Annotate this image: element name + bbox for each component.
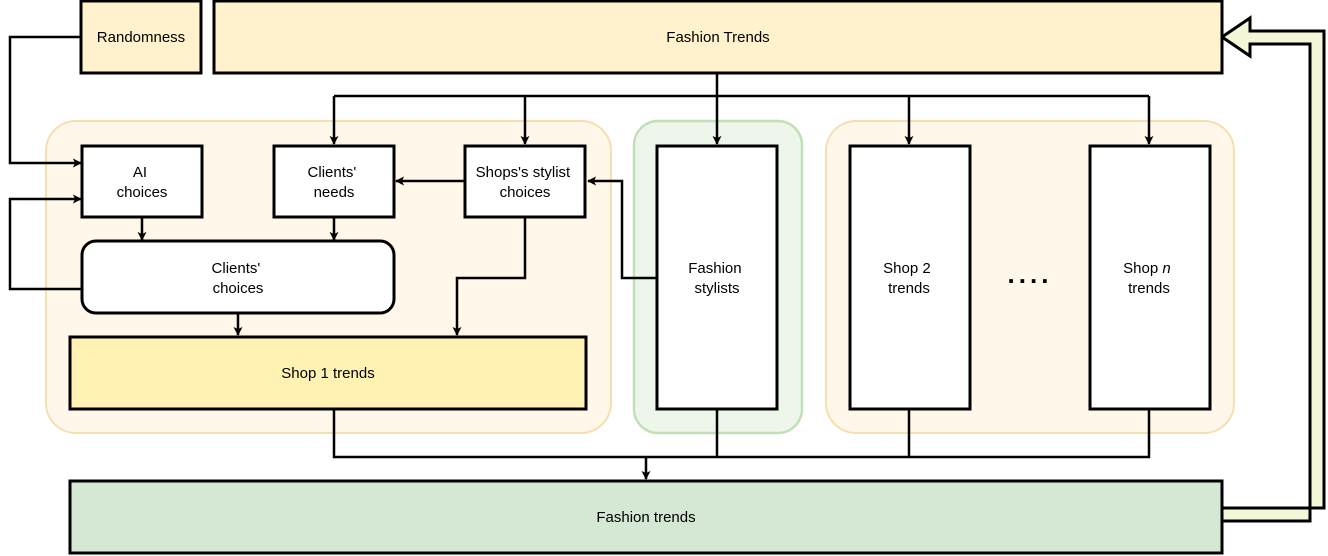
clients-choices-loop-connector (8, 194, 82, 291)
feedback-arrow (1219, 15, 1326, 523)
fashion-trends-bottom-label: Fashion trends (596, 509, 695, 526)
fashion-stylists-box (655, 144, 779, 411)
clients-needs-label: Clients' needs (308, 164, 361, 201)
shop2-trends-box (848, 144, 972, 411)
fashion-trends-top-label: Fashion Trends (666, 29, 769, 46)
ai-choices-label: AI choices (117, 164, 168, 201)
randomness-to-ai-connector (8, 35, 82, 168)
randomness-label: Randomness (97, 29, 185, 46)
shops-stylist-choices-label: Shops's stylist choices (476, 164, 575, 201)
clients-needs-box (272, 144, 396, 219)
ai-choices-box (80, 144, 204, 219)
shop1-trends-label: Shop 1 trends (281, 365, 374, 382)
shop2-trends-label: Shop 2 trends (883, 260, 935, 297)
clients-choices-box (80, 239, 396, 315)
shopn-trends-label: Shop n trends (1123, 260, 1175, 297)
clients-choices-label: Clients' choices (212, 260, 265, 297)
shopn-trends-box (1088, 144, 1212, 411)
fashion-trends-top-box (212, 0, 1224, 75)
fashion-stylists-label: Fashion stylists (688, 260, 746, 297)
fashion-trends-bottom-box (68, 479, 1224, 555)
shops-stylist-choices-box (463, 144, 587, 219)
randomness-box (79, 0, 203, 75)
connectors (8, 35, 1154, 480)
ellipsis-dots: .... (1008, 259, 1053, 289)
shop1-trends-box (68, 335, 588, 411)
